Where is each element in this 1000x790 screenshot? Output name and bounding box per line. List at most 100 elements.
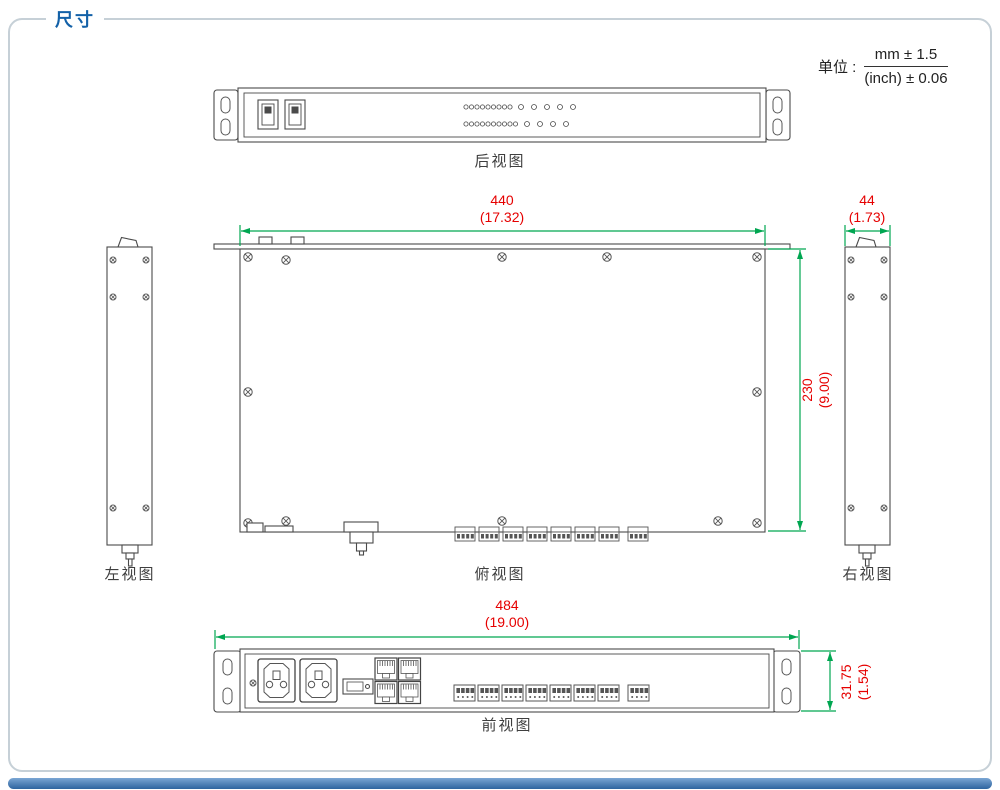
screw-icon bbox=[497, 516, 507, 526]
screw-icon bbox=[713, 516, 723, 526]
panel-width-mm: 484 bbox=[495, 597, 519, 613]
mounting-slot-icon bbox=[772, 118, 783, 136]
front-view-label: 前视图 bbox=[481, 717, 533, 734]
top-view-label: 俯视图 bbox=[474, 566, 526, 583]
right-view-label: 右视图 bbox=[842, 566, 894, 583]
screw-icon bbox=[142, 293, 150, 301]
ethernet-port-icon bbox=[374, 680, 398, 705]
panel-width-inch: (19.00) bbox=[484, 614, 530, 630]
switch-bump-icon bbox=[290, 236, 305, 245]
screw-icon bbox=[847, 256, 855, 264]
power-inlet-top-icon bbox=[343, 521, 379, 556]
power-inlet-icon bbox=[299, 658, 338, 703]
mounting-slot-icon bbox=[781, 658, 792, 676]
side-width-mm: 44 bbox=[859, 192, 875, 208]
terminal-block-icon bbox=[550, 526, 572, 542]
panel-height-mm: 31.75 bbox=[838, 664, 854, 700]
switch-bump-icon bbox=[258, 236, 273, 245]
rear-view-drawing bbox=[213, 87, 791, 143]
body-depth-mm: 230 bbox=[799, 378, 815, 402]
left-view-drawing bbox=[106, 236, 153, 567]
switch-side-icon bbox=[117, 236, 139, 248]
body-width-dimension: 440 (17.32) bbox=[402, 192, 602, 226]
panel-width-dimension: 484 (19.00) bbox=[407, 597, 607, 631]
rear-panel-inner bbox=[243, 92, 761, 138]
screw-icon bbox=[752, 252, 762, 262]
screw-icon bbox=[880, 256, 888, 264]
body-width-inch: (17.32) bbox=[479, 209, 525, 225]
terminal-block-icon bbox=[477, 684, 500, 702]
ethernet-port-icon bbox=[397, 657, 422, 681]
footer-bar bbox=[8, 778, 992, 789]
ethernet-port-icon bbox=[374, 657, 398, 681]
power-plug-side-icon bbox=[858, 544, 876, 567]
front-view-drawing bbox=[213, 648, 801, 713]
unit-inch: (inch) ± 0.06 bbox=[864, 70, 948, 87]
screw-icon bbox=[752, 518, 762, 528]
terminal-block-icon bbox=[574, 526, 596, 542]
power-inlet-icon bbox=[257, 658, 296, 703]
screw-icon bbox=[602, 252, 612, 262]
screw-icon bbox=[249, 679, 257, 687]
screw-icon bbox=[243, 387, 253, 397]
terminal-block-icon bbox=[573, 684, 596, 702]
body-width-mm: 440 bbox=[490, 192, 514, 208]
unit-label: 单位 : bbox=[818, 59, 857, 76]
mounting-slot-icon bbox=[222, 687, 233, 705]
side-panel-body bbox=[844, 246, 891, 546]
screw-icon bbox=[281, 255, 291, 265]
front-flange bbox=[213, 243, 791, 250]
terminal-block-icon bbox=[478, 526, 500, 542]
body-depth-dimension: 230 (9.00) bbox=[799, 345, 833, 435]
screw-icon bbox=[847, 504, 855, 512]
unit-fraction: mm ± 1.5 (inch) ± 0.06 bbox=[864, 46, 948, 87]
terminal-block-icon bbox=[526, 526, 548, 542]
panel-height-inch: (1.54) bbox=[855, 663, 871, 701]
screw-icon bbox=[109, 504, 117, 512]
terminal-block-icon bbox=[525, 684, 548, 702]
mounting-slot-icon bbox=[220, 96, 231, 114]
power-switch-icon bbox=[257, 99, 279, 130]
terminal-block-icon bbox=[502, 526, 524, 542]
body-depth-inch: (9.00) bbox=[816, 371, 832, 409]
right-view-drawing bbox=[844, 236, 891, 567]
side-panel-body bbox=[106, 246, 153, 546]
switch-side-icon bbox=[855, 236, 877, 248]
terminal-block-icon bbox=[453, 684, 476, 702]
screw-icon bbox=[752, 387, 762, 397]
screw-icon bbox=[281, 516, 291, 526]
screw-icon bbox=[142, 256, 150, 264]
terminal-block-icon bbox=[549, 684, 572, 702]
terminal-block-icon bbox=[598, 526, 620, 542]
left-view-label: 左视图 bbox=[104, 566, 156, 583]
panel-height-dimension: 31.75 (1.54) bbox=[838, 642, 872, 722]
unit-note: 单位 : mm ± 1.5 (inch) ± 0.06 bbox=[818, 46, 948, 87]
ethernet-port-icon bbox=[397, 680, 422, 705]
terminal-block-icon bbox=[454, 526, 476, 542]
vent-hole-row bbox=[463, 104, 576, 127]
terminal-block-icon bbox=[597, 684, 620, 702]
terminal-block-icon bbox=[501, 684, 524, 702]
rear-connector bbox=[264, 525, 294, 533]
side-width-inch: (1.73) bbox=[848, 209, 886, 225]
screw-icon bbox=[109, 293, 117, 301]
mounting-slot-icon bbox=[781, 687, 792, 705]
terminal-block-icon bbox=[627, 526, 649, 542]
chassis-body bbox=[239, 248, 766, 533]
power-switch-icon bbox=[284, 99, 306, 130]
terminal-block-icon bbox=[627, 684, 650, 702]
screw-icon bbox=[497, 252, 507, 262]
unit-mm: mm ± 1.5 bbox=[864, 46, 948, 67]
screw-icon bbox=[880, 293, 888, 301]
top-view-drawing bbox=[213, 236, 791, 556]
page-title: 尺寸 bbox=[46, 6, 104, 32]
mounting-slot-icon bbox=[772, 96, 783, 114]
dimension-lines bbox=[214, 225, 891, 712]
mounting-slot-icon bbox=[222, 658, 233, 676]
screw-icon bbox=[142, 504, 150, 512]
side-width-dimension: 44 (1.73) bbox=[817, 192, 917, 226]
rear-connector bbox=[246, 522, 264, 533]
rear-view-label: 后视图 bbox=[474, 153, 526, 170]
mounting-slot-icon bbox=[220, 118, 231, 136]
